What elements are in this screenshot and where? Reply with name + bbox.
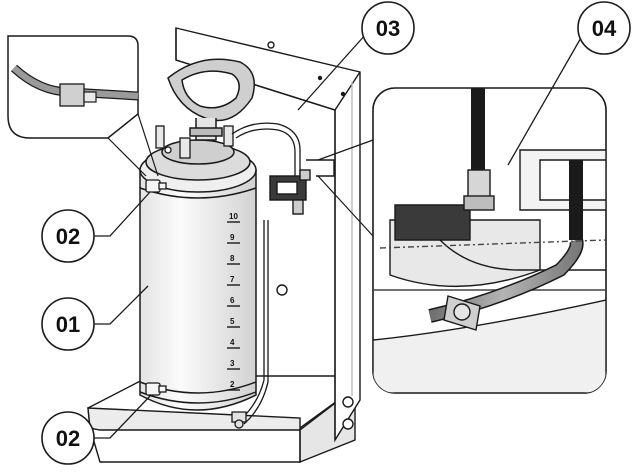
leader-lines bbox=[94, 33, 583, 439]
scale-label-5: 5 bbox=[230, 317, 235, 326]
tank-top-fittings bbox=[155, 125, 234, 159]
tank-clamp-bottom bbox=[145, 382, 167, 396]
callout-01-label: 01 bbox=[56, 312, 80, 337]
callout-02-top-label: 02 bbox=[56, 224, 80, 249]
scale-label-2: 2 bbox=[230, 380, 235, 389]
scale-label-9: 9 bbox=[230, 233, 235, 242]
drain-fitting bbox=[231, 411, 247, 429]
pump-handle bbox=[167, 58, 255, 141]
inset-hose-connection bbox=[317, 87, 607, 394]
callout-02-top-circle bbox=[41, 209, 95, 263]
callout-02-bottom-label: 02 bbox=[56, 426, 80, 451]
callout-02-bottom: 02 bbox=[41, 411, 95, 465]
scale-label-8: 8 bbox=[230, 254, 235, 263]
inset-cable-tie bbox=[7, 35, 159, 177]
tank-fill-scale bbox=[227, 221, 240, 391]
scale-label-10: 10 bbox=[229, 212, 238, 221]
callout-04-circle bbox=[577, 1, 631, 55]
callout-01-circle bbox=[41, 297, 95, 351]
callout-03: 03 bbox=[361, 1, 415, 55]
callout-04: 04 bbox=[577, 1, 631, 55]
callout-03-label: 03 bbox=[376, 16, 400, 41]
back-panel bbox=[175, 27, 361, 443]
solenoid-valve bbox=[269, 159, 335, 215]
callout-02-bottom-circle bbox=[41, 411, 95, 465]
scale-label-7: 7 bbox=[230, 275, 235, 284]
callout-01: 01 bbox=[41, 297, 95, 351]
callout-02-top: 02 bbox=[41, 209, 95, 263]
callout-04-label: 04 bbox=[592, 16, 617, 41]
scale-label-4: 4 bbox=[230, 338, 235, 347]
tank-clamp-top bbox=[145, 179, 167, 193]
scale-label-6: 6 bbox=[230, 296, 235, 305]
callout-03-circle bbox=[361, 1, 415, 55]
tank-scale-labels: 10 9 8 7 6 5 4 3 2 bbox=[229, 212, 238, 389]
scale-label-3: 3 bbox=[230, 359, 235, 368]
